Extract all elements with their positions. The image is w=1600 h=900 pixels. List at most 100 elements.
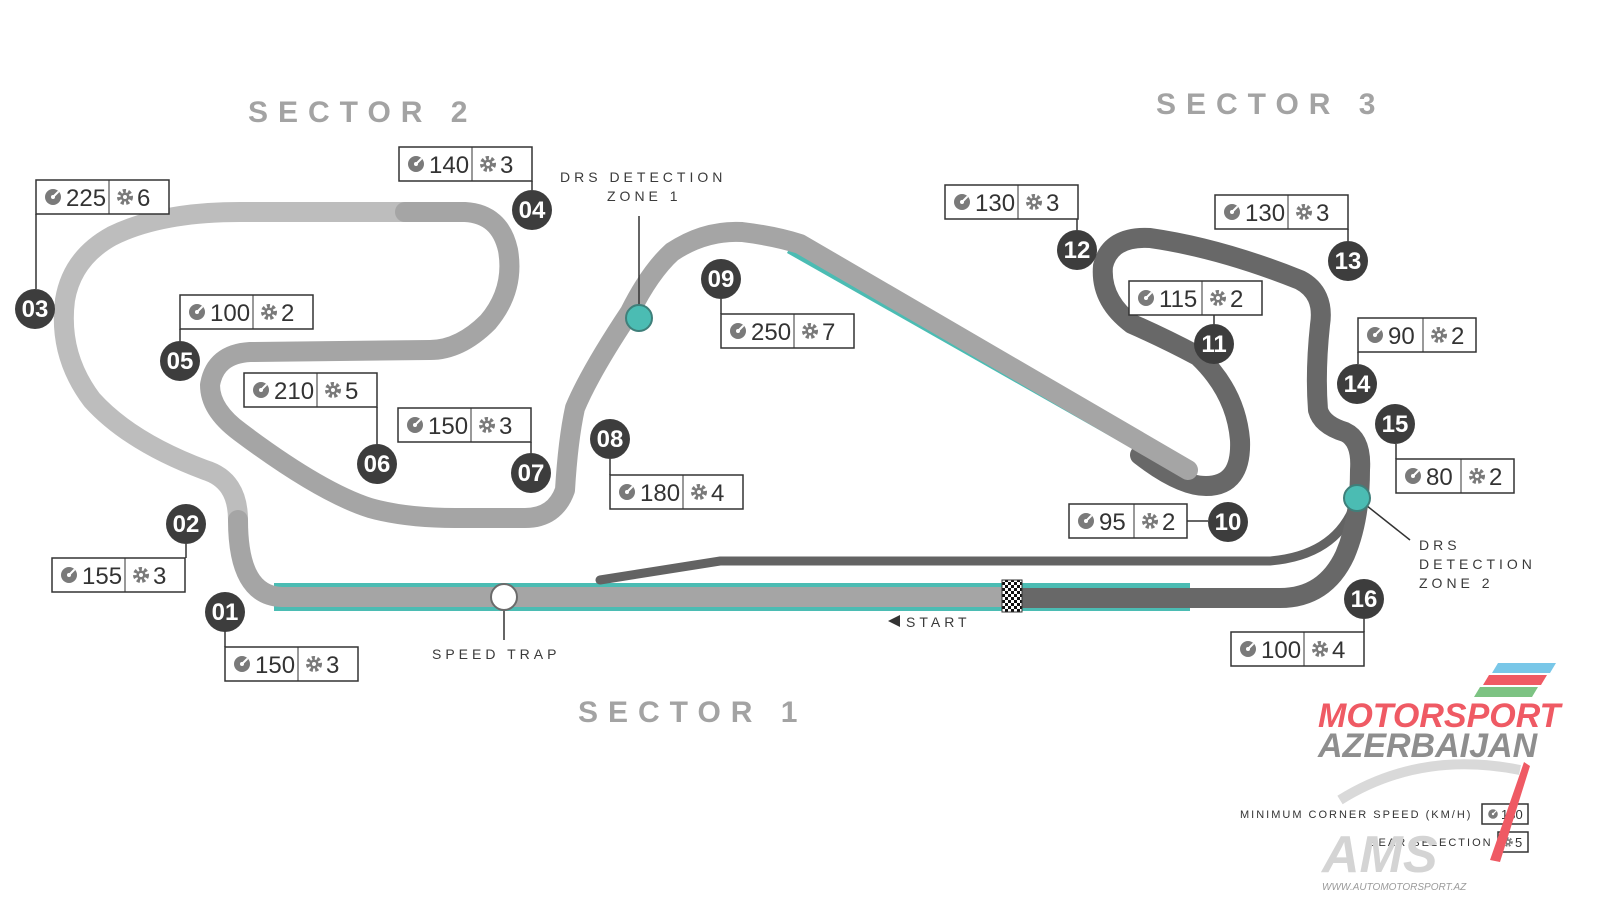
corner-number: 04 [519,197,546,224]
corner-number: 01 [212,599,239,626]
corner-speed: 150 [255,652,295,679]
track-sector-1-infield [200,202,1198,528]
track-sector-2 [53,202,415,530]
corner-badge [701,259,741,299]
start-finish-line [1001,579,1023,613]
speed-icon [44,188,62,206]
logo-needle-icon [1490,762,1530,862]
sector-3-label: SECTOR 3 [1156,88,1386,121]
logo-url: WWW.AUTOMOTORSPORT.AZ [1322,882,1467,893]
corner-number: 05 [167,348,194,375]
corner-speed: 100 [1261,637,1301,664]
speed-icon [252,381,270,399]
drs-zone-2-line3: ZONE 2 [1419,575,1494,591]
corner-01: 150 3 01 [205,592,359,682]
corner-gear: 2 [1489,464,1502,491]
track-sector-3 [1000,227,1371,608]
corner-gear: 3 [153,563,166,590]
corner-number: 10 [1215,509,1242,536]
corner-gear: 3 [500,152,513,179]
corner-badge [160,341,200,381]
corner-gear: 3 [326,652,339,679]
corner-speed: 95 [1099,509,1126,536]
corner-gear: 2 [1162,509,1175,536]
drs-detection-zone-2: DRS DETECTION ZONE 2 [1343,484,1536,591]
corner-speed: 100 [210,300,250,327]
corner-badge [590,419,630,459]
corner-gear: 2 [1451,323,1464,350]
speed-icon [618,483,636,501]
drs-detection-zone-1: DRS DETECTION ZONE 1 [560,169,726,332]
corner-12: 130 312 [944,184,1097,270]
speed-icon [1137,289,1155,307]
corner-badge [15,289,55,329]
motorsport-azerbaijan-logo: MOTORSPORT AZERBAIJAN AMS WWW.AUTOMOTORS… [1317,663,1564,893]
corner-speed: 180 [640,480,680,507]
speed-icon [1223,203,1241,221]
corner-gear: 6 [137,185,150,212]
corner-speed: 225 [66,185,106,212]
corner-badge [166,504,206,544]
speed-trap-label: SPEED TRAP [432,646,560,662]
corner-number: 02 [173,511,200,538]
track-main-straight [228,510,1020,607]
corner-number: 12 [1064,237,1091,264]
legend-gear-value: 5 [1515,835,1522,850]
corner-speed: 90 [1388,323,1415,350]
speed-icon [406,416,424,434]
corner-speed: 250 [751,319,791,346]
logo-line-2: AZERBAIJAN [1317,727,1539,765]
speed-icon [60,566,78,584]
corner-number: 11 [1201,331,1226,358]
corner-speed: 130 [1245,200,1285,227]
corner-gear: 3 [499,413,512,440]
corner-10: 95 2 10 [1068,502,1248,542]
corner-gear: 3 [1316,200,1329,227]
speed-trap-marker [490,583,518,640]
corner-number: 13 [1335,248,1362,275]
corner-speed: 150 [428,413,468,440]
corner-gear: 3 [1046,190,1059,217]
corner-number: 16 [1351,586,1378,613]
sector-2-label: SECTOR 2 [248,96,478,129]
corner-03: 225 6 03 [15,179,170,329]
corner-badge [205,592,245,632]
corner-speed: 130 [975,190,1015,217]
corner-gear: 5 [345,378,358,405]
speed-icon [1404,467,1422,485]
legend: MINIMUM CORNER SPEED (KM/H) 180 GEAR SEL… [1240,803,1529,853]
corner-gear: 4 [1332,637,1345,664]
corner-gear: 7 [822,319,835,346]
corner-badge [1057,230,1097,270]
start-marker: START [888,614,967,630]
corner-number: 08 [597,426,624,453]
corner-gear: 2 [1230,286,1243,313]
corner-speed: 210 [274,378,314,405]
corner-04: 140 304 [398,146,552,230]
logo-flag-stripes-icon [1492,663,1556,673]
speed-icon [188,303,206,321]
corner-badge [511,453,551,493]
corner-gear: 2 [281,300,294,327]
corner-info-box [243,372,378,408]
drs-zone-2-line2: DETECTION [1419,556,1536,572]
speed-icon [1366,326,1384,344]
corner-badge [1375,404,1415,444]
drs-zone-1-line1: DRS DETECTION [560,169,726,185]
corner-badge [512,190,552,230]
corner-speed: 140 [429,152,469,179]
speed-icon [1077,512,1095,530]
drs-zone-1-line2: ZONE 1 [607,188,682,204]
sector-1-label: SECTOR 1 [578,696,808,729]
logo-line-1: MOTORSPORT [1318,697,1564,735]
corner-info-box [35,179,170,215]
legend-speed-label: MINIMUM CORNER SPEED (KM/H) [1240,809,1472,821]
corner-number: 03 [22,296,49,323]
corner-speed: 155 [82,563,122,590]
speed-icon [233,655,251,673]
